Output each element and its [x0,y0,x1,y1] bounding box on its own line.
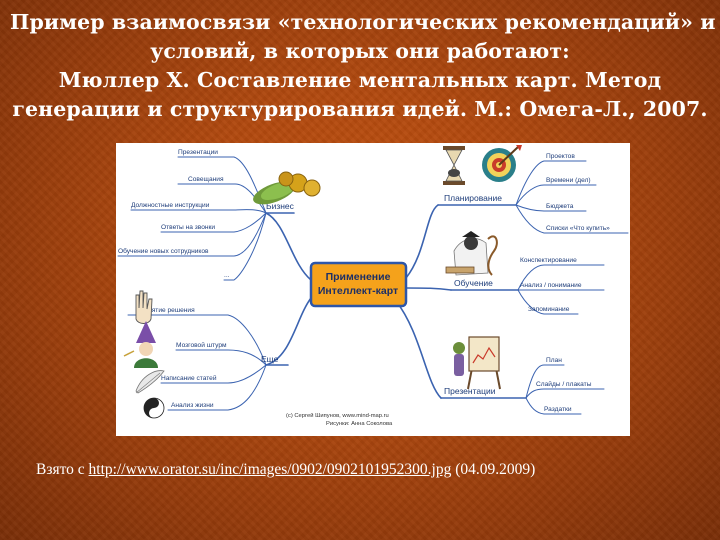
title-line: условий, в которых они работают: [150,39,570,63]
slide-title: Пример взаимосвязи «технологических реко… [10,8,716,124]
branch-label-planning: Планирование [444,193,502,203]
hourglass-icon [443,146,465,185]
leaf-label: Слайды / плакаты [536,380,592,388]
caption-prefix: Взято с [36,461,89,478]
center-node: Применение Интеллект-карт [309,261,408,308]
leaf-label: Анализ жизни [171,402,214,409]
leaf-label: Запоминание [528,306,570,313]
source-caption: Взято с http://www.orator.su/inc/images/… [36,461,696,479]
leaf-label: Совещания [188,176,224,183]
center-label: Интеллект-карт [318,285,398,297]
leaf-label: Обучение новых сотрудников [118,247,209,255]
title-line: Пример взаимосвязи «технологических реко… [10,10,716,34]
title-line: Мюллер Х. Составление ментальных карт. М… [58,68,662,92]
easel-icon [453,336,501,390]
title-line: генерации и структурирования идей. М.: О… [12,97,708,121]
feather-icon [135,370,165,394]
leaf-label: План [546,357,562,364]
leaf-label: Ответы на звонки [161,224,215,231]
leaf-label: Написание статей [161,374,217,382]
leaf-label: Бюджета [546,203,574,210]
wizard-icon [123,321,158,368]
branch-label-presentations: Презентации [444,386,496,396]
leaf-label: Принятие решения [136,307,195,314]
credits-text: (с) Сергей Шипунов, www.mind-map.ru [286,412,389,419]
leaf-label: ... [224,272,230,279]
money-icon [253,171,321,205]
target-icon [482,145,522,182]
branch-label-business: Бизнес [266,201,295,211]
leaf-label: Должностные инструкции [131,202,210,209]
caption-suffix: (04.09.2009) [451,461,536,478]
leaf-label: Презентации [178,149,218,156]
mind-map-image: Применение Интеллект-карт Бизнес Еще Пла… [116,143,630,436]
branch-label-learning: Обучение [454,278,493,288]
yin-yang-icon [143,397,165,419]
leaf-label: Проектов [546,153,575,160]
source-link[interactable]: http://www.orator.su/inc/images/0902/090… [88,461,452,478]
leaf-label: Времени (дел) [546,177,591,184]
leaf-label: Анализ / понимание [520,282,582,289]
branch-label-other: Еще [261,354,279,364]
raised-hand-icon [135,290,153,324]
credits-text: Рисунки: Анна Соколова [326,421,393,427]
leaf-label: Конспектирование [520,257,577,264]
leaf-label: Мозговой штурм [176,341,227,349]
center-label: Применение [326,271,391,283]
leaf-label: Списки «Что купить» [546,225,610,232]
leaf-label: Раздатки [544,406,572,413]
student-icon [445,231,498,276]
